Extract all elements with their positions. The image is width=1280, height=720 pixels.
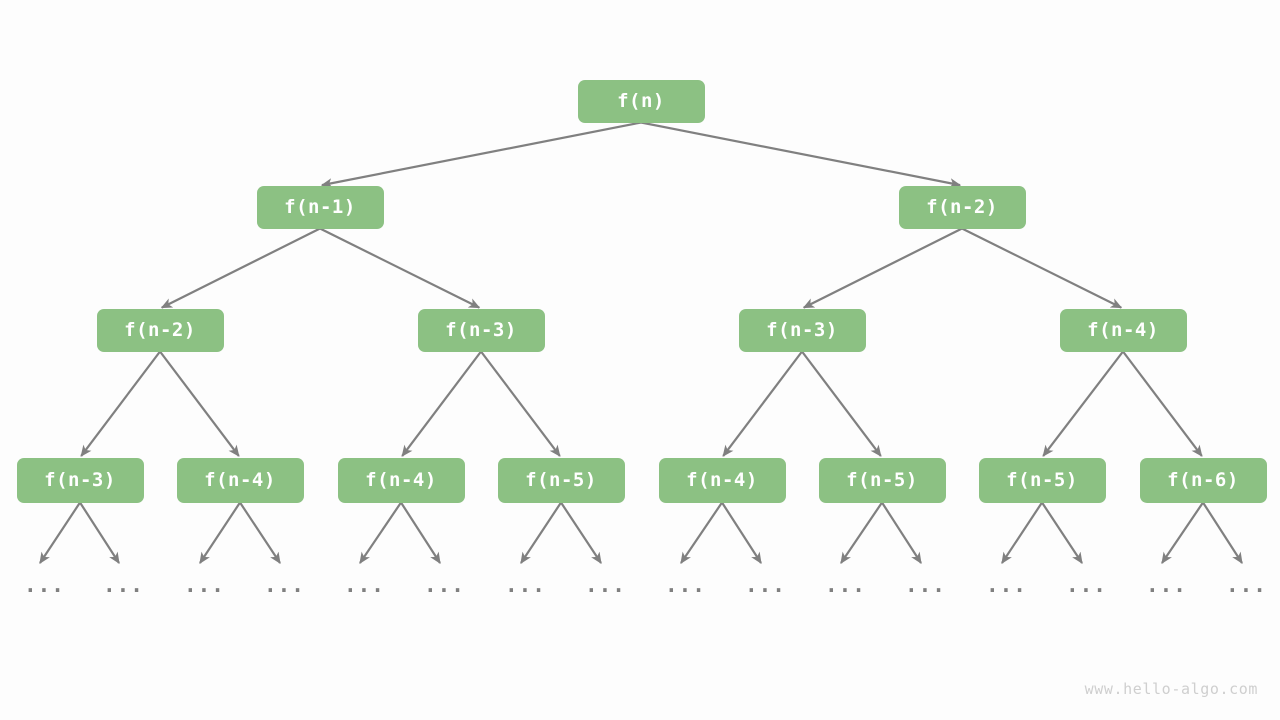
leaf-ellipsis-14: ... (1146, 573, 1187, 597)
tree-node-n11: f(n-4) (658, 457, 786, 503)
tree-node-n7: f(n-3) (16, 457, 144, 503)
tree-node-label: f(n-5) (525, 469, 597, 491)
tree-node-n6: f(n-4) (1059, 308, 1187, 352)
tree-node-label: f(n-4) (1087, 319, 1159, 341)
leaf-edge-11 (881, 501, 922, 564)
tree-node-n5: f(n-3) (738, 308, 866, 352)
edge-n2-n6 (961, 227, 1123, 309)
tree-node-n0: f(n) (577, 79, 705, 123)
leaf-ellipsis-5: ... (424, 573, 465, 597)
tree-node-n9: f(n-4) (337, 457, 465, 503)
leaf-ellipsis-8: ... (665, 573, 706, 597)
leaf-ellipsis-7: ... (585, 573, 626, 597)
edge-n5-n11 (722, 350, 803, 457)
leaf-edge-4 (359, 501, 402, 564)
leaf-ellipsis-4: ... (344, 573, 385, 597)
leaf-ellipsis-2: ... (184, 573, 225, 597)
tree-node-label: f(n-1) (284, 196, 356, 218)
tree-node-label: f(n-2) (926, 196, 998, 218)
tree-node-n10: f(n-5) (497, 457, 625, 503)
tree-node-n4: f(n-3) (417, 308, 545, 352)
leaf-edge-6 (520, 501, 562, 564)
tree-node-label: f(n-5) (846, 469, 918, 491)
tree-node-label: f(n-4) (204, 469, 276, 491)
tree-node-n13: f(n-5) (978, 457, 1106, 503)
tree-node-label: f(n-3) (445, 319, 517, 341)
leaf-edge-13 (1041, 501, 1083, 564)
leaf-edge-0 (39, 501, 81, 564)
edge-n6-n13 (1042, 350, 1124, 457)
edge-n4-n10 (480, 350, 561, 457)
leaf-edge-3 (239, 501, 281, 564)
leaf-ellipsis-10: ... (825, 573, 866, 597)
tree-node-n8: f(n-4) (176, 457, 304, 503)
leaf-edge-14 (1161, 501, 1204, 564)
leaf-edge-2 (199, 501, 241, 564)
tree-node-n1: f(n-1) (256, 185, 384, 229)
leaf-ellipsis-12: ... (986, 573, 1027, 597)
edge-n1-n4 (319, 227, 481, 309)
edge-n3-n7 (80, 350, 161, 457)
leaf-ellipsis-1: ... (103, 573, 144, 597)
edge-n4-n9 (401, 350, 482, 457)
tree-node-n14: f(n-6) (1139, 457, 1267, 503)
tree-node-n2: f(n-2) (898, 185, 1026, 229)
tree-node-label: f(n-3) (766, 319, 838, 341)
leaf-edge-8 (680, 501, 723, 564)
edge-n6-n14 (1122, 350, 1203, 457)
edge-n0-n1 (320, 121, 642, 189)
leaf-edge-9 (721, 501, 762, 564)
edge-n3-n8 (159, 350, 240, 457)
leaf-edge-15 (1202, 501, 1243, 564)
leaf-edge-12 (1001, 501, 1043, 564)
leaf-ellipsis-13: ... (1066, 573, 1107, 597)
tree-node-label: f(n-2) (124, 319, 196, 341)
leaf-edge-10 (840, 501, 883, 564)
leaf-edge-7 (560, 501, 602, 564)
tree-node-label: f(n-3) (44, 469, 116, 491)
tree-node-label: f(n-4) (686, 469, 758, 491)
edge-n2-n5 (802, 227, 963, 309)
tree-node-label: f(n-4) (365, 469, 437, 491)
leaf-ellipsis-9: ... (745, 573, 786, 597)
edge-n0-n2 (640, 121, 962, 189)
edge-n5-n12 (801, 350, 882, 457)
tree-node-label: f(n-6) (1167, 469, 1239, 491)
tree-node-n12: f(n-5) (818, 457, 946, 503)
edge-n1-n3 (160, 227, 321, 309)
watermark-label: www.hello-algo.com (1084, 680, 1258, 698)
tree-node-label: f(n) (617, 90, 665, 112)
leaf-edge-5 (400, 501, 441, 564)
leaf-ellipsis-6: ... (505, 573, 546, 597)
leaf-edge-1 (79, 501, 120, 564)
tree-node-n3: f(n-2) (96, 308, 224, 352)
leaf-ellipsis-0: ... (24, 573, 65, 597)
leaf-ellipsis-15: ... (1226, 573, 1267, 597)
leaf-ellipsis-11: ... (905, 573, 946, 597)
leaf-ellipsis-3: ... (264, 573, 305, 597)
tree-node-label: f(n-5) (1006, 469, 1078, 491)
